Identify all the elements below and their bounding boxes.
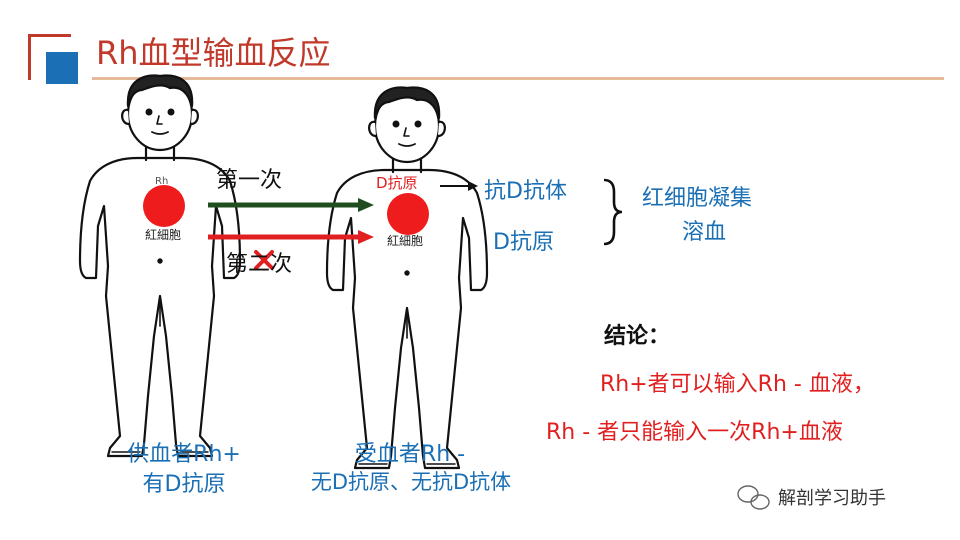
first-transfusion-arrow — [208, 198, 374, 212]
wechat-icon — [737, 485, 770, 510]
result-hemolysis: 溶血 — [682, 220, 727, 245]
conclusion-heading: 结论： — [604, 324, 671, 349]
second-transfusion-label: 第二次 — [226, 252, 293, 277]
logo-frame-edge — [28, 34, 31, 80]
donor-caption-line2: 有D抗原 — [142, 472, 226, 497]
donor-cell-label: 紅細胞 — [145, 228, 182, 242]
antibody-arrow — [440, 181, 478, 191]
cross-mark-icon — [254, 250, 274, 270]
logo-square — [46, 52, 78, 84]
result-agglutination: 红细胞凝集 — [642, 186, 753, 211]
page-title: Rh血型输血反应 — [96, 34, 331, 72]
donor-figure — [78, 74, 242, 458]
recipient-red-cell — [387, 193, 429, 235]
first-transfusion-label: 第一次 — [216, 168, 283, 193]
antigen-label: D抗原 — [493, 230, 554, 255]
second-transfusion-arrow — [208, 230, 374, 244]
donor-caption-line1: 供血者Rh+ — [127, 442, 241, 467]
recipient-caption-line2: 无D抗原、无抗D抗体 — [310, 470, 512, 494]
recipient-cell-label: 紅細胞 — [387, 234, 424, 248]
donor-rh-label: Rh — [155, 176, 169, 187]
recipient-antigen-label: D抗原 — [376, 174, 418, 192]
donor-red-cell — [143, 185, 185, 227]
recipient-caption-line1: 受血者Rh - — [354, 442, 466, 467]
recipient-figure — [325, 86, 489, 470]
title-underline — [92, 77, 944, 80]
conclusion-line1: Rh+者可以输入Rh - 血液， — [600, 372, 875, 397]
antibody-label: 抗D抗体 — [484, 179, 567, 204]
curly-brace — [603, 178, 623, 246]
watermark-text: 解剖学习助手 — [778, 488, 886, 509]
conclusion-line2: Rh - 者只能输入一次Rh+血液 — [546, 420, 843, 445]
